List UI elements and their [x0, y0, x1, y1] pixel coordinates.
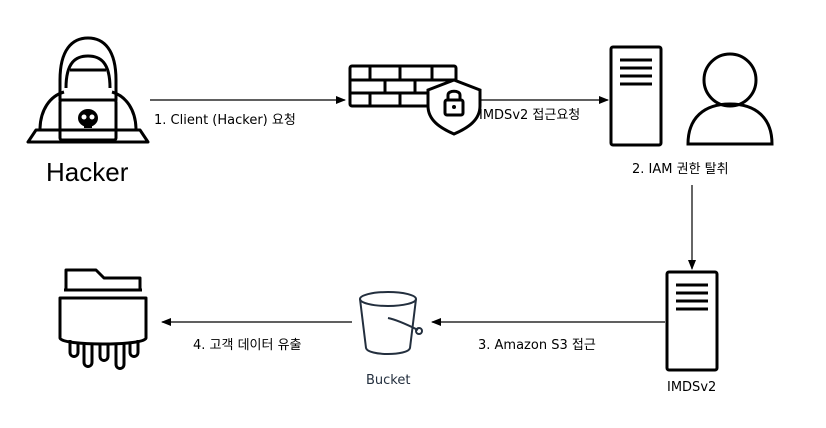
leaking-folder-icon	[58, 268, 148, 370]
step3-label: 3. Amazon S3 접근	[478, 338, 596, 353]
imds-request-label: IMDSv2 접근요청	[479, 108, 581, 123]
step1-label: 1. Client (Hacker) 요청	[154, 113, 296, 128]
firewall-lock-icon	[348, 64, 482, 136]
server-icon	[609, 45, 663, 147]
hacker-label: Hacker	[46, 157, 129, 187]
imdsv2-label: IMDSv2	[667, 380, 717, 395]
s3-bucket-icon	[359, 291, 423, 355]
user-icon	[686, 52, 774, 146]
step2-label: 2. IAM 권한 탈취	[632, 162, 729, 177]
step4-label: 4. 고객 데이터 유출	[193, 338, 302, 353]
hacker-icon	[26, 36, 150, 144]
server-icon	[665, 270, 719, 372]
bucket-label: Bucket	[366, 373, 411, 388]
